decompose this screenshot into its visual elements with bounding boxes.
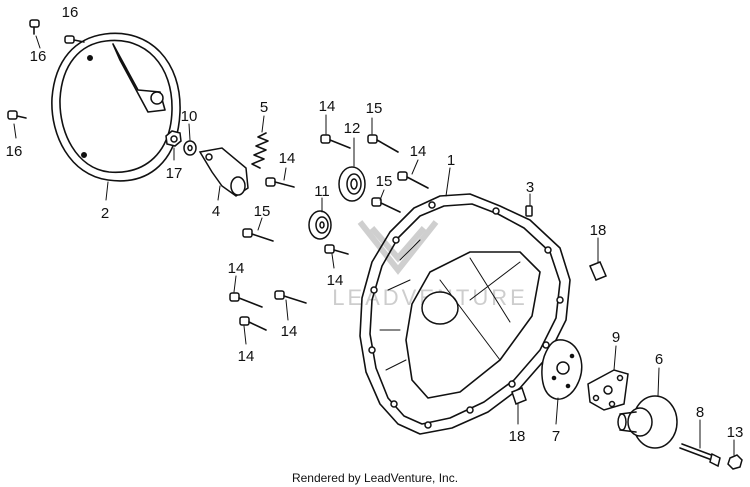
- callout-14-g: 14: [238, 348, 255, 365]
- part-6-rotor[interactable]: [617, 395, 678, 449]
- callout-16-a: 16: [62, 4, 79, 21]
- part-15-bolt-c[interactable]: [242, 228, 274, 242]
- callout-15-c: 15: [254, 203, 271, 220]
- part-14-bolt-a[interactable]: [320, 134, 351, 149]
- part-9-bracket[interactable]: [587, 369, 629, 411]
- callout-14-f: 14: [281, 323, 298, 340]
- callout-15-b: 15: [376, 173, 393, 190]
- callout-15-a: 15: [366, 100, 383, 117]
- part-8-long-bolt[interactable]: [679, 443, 721, 468]
- callout-7: 7: [552, 428, 560, 445]
- callout-10: 10: [181, 108, 198, 125]
- part-4-lever[interactable]: [198, 147, 249, 197]
- part-14-bolt-b[interactable]: [265, 177, 295, 188]
- part-15-bolt-b[interactable]: [371, 197, 401, 213]
- callout-11: 11: [314, 183, 330, 200]
- part-1-crankcase-cover[interactable]: [359, 193, 571, 435]
- callout-16-c: 16: [6, 143, 23, 160]
- callout-17: 17: [166, 165, 183, 182]
- part-14-bolt-g[interactable]: [239, 316, 267, 331]
- leader-lines: [13, 35, 735, 456]
- part-14-bolt-d[interactable]: [324, 244, 349, 255]
- callout-14-a: 14: [319, 98, 336, 115]
- part-3-dowel-pin[interactable]: [525, 205, 533, 217]
- part-5-spring[interactable]: [251, 132, 269, 169]
- part-11-oil-seal[interactable]: [308, 210, 332, 240]
- part-14-bolt-e[interactable]: [229, 292, 263, 308]
- part-16-screw-a[interactable]: [29, 19, 40, 35]
- callout-8: 8: [696, 404, 704, 421]
- callout-18-a: 18: [590, 222, 607, 239]
- callout-4: 4: [212, 203, 220, 220]
- callout-13: 13: [727, 424, 744, 441]
- callout-5: 5: [260, 99, 268, 116]
- callout-14-c: 14: [410, 143, 427, 160]
- part-10-washer[interactable]: [183, 140, 197, 156]
- footer-credit: Rendered by LeadVenture, Inc.: [292, 471, 458, 485]
- part-16-screw-b[interactable]: [64, 35, 85, 44]
- part-7-plate[interactable]: [541, 339, 583, 400]
- callout-labels: 16 16 16 2 10 17 5 4 14 15 12 14 14 1 11…: [6, 4, 744, 445]
- callout-12: 12: [344, 120, 361, 137]
- callout-14-e: 14: [228, 260, 245, 277]
- part-14-bolt-f[interactable]: [274, 290, 307, 304]
- part-13-nut[interactable]: [727, 454, 743, 470]
- part-12-oil-seal[interactable]: [338, 166, 366, 202]
- callout-1: 1: [447, 152, 455, 169]
- callout-18-b: 18: [509, 428, 526, 445]
- part-14-bolt-c[interactable]: [397, 171, 429, 189]
- part-17-nut[interactable]: [165, 130, 182, 147]
- callout-2: 2: [101, 205, 109, 222]
- callout-14-b: 14: [279, 150, 296, 167]
- part-18-dowel-a[interactable]: [589, 261, 607, 281]
- part-15-bolt-a[interactable]: [367, 134, 399, 153]
- callout-16-b: 16: [30, 48, 47, 65]
- part-18-dowel-b[interactable]: [511, 387, 527, 405]
- callout-9: 9: [612, 329, 620, 346]
- callout-14-d: 14: [327, 272, 344, 289]
- part-2-outer-cover[interactable]: [51, 32, 181, 182]
- callout-6: 6: [655, 351, 663, 368]
- callout-3: 3: [526, 179, 534, 196]
- part-16-screw-c[interactable]: [7, 110, 27, 120]
